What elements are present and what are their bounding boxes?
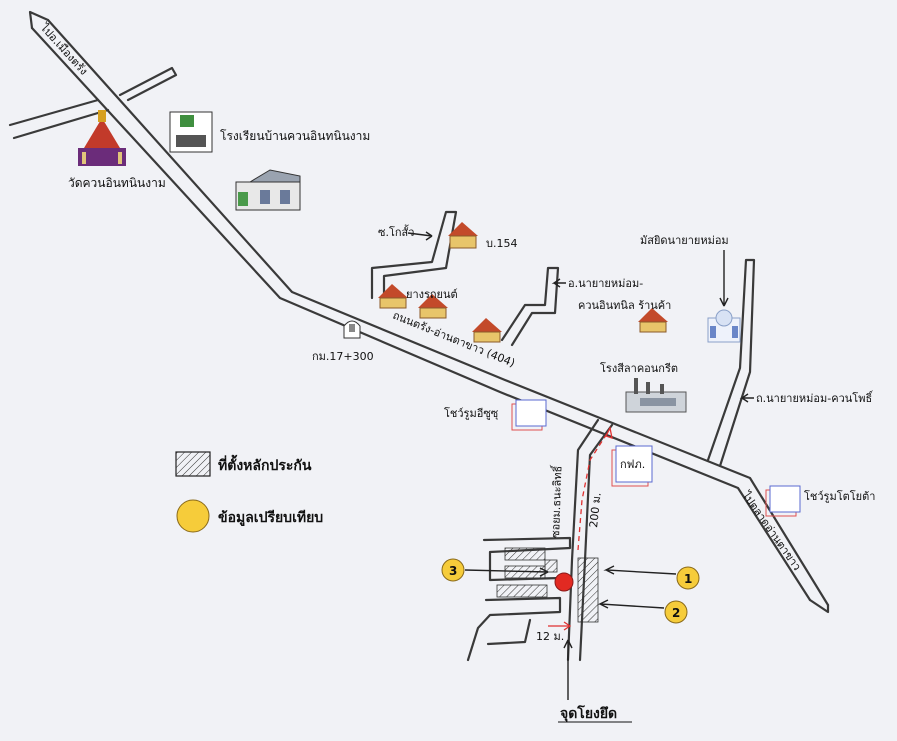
highway-bottom-arrowhead xyxy=(808,598,830,614)
school-icon xyxy=(169,111,213,153)
marker-2-arrow-icon xyxy=(597,599,665,609)
mosque-icon xyxy=(707,309,741,343)
soi-local-label: ซอยม.ธนะลิทธิ์ xyxy=(547,464,565,538)
school-building-icon xyxy=(235,169,301,211)
start-point-label: จุดโยงยึด xyxy=(560,704,617,722)
hatched-lots xyxy=(496,547,599,623)
svg-text:3: 3 xyxy=(449,564,457,578)
house-icon-c xyxy=(472,318,502,343)
side-road-left xyxy=(500,266,560,347)
house-154-label: บ.154 xyxy=(486,237,517,250)
km-marker-icon xyxy=(343,320,361,339)
road-sign-left-arrow-icon xyxy=(551,278,566,288)
legend-circle-icon xyxy=(176,499,210,533)
km-marker-label: กม.17+300 xyxy=(312,350,374,363)
roads-layer xyxy=(8,10,830,662)
start-point-arrow-icon xyxy=(563,639,573,700)
distance-12-arrow-icon xyxy=(548,621,572,631)
distance-200-label: 200 ม. xyxy=(587,492,604,528)
local-soi-road xyxy=(566,418,614,662)
mosque-arrow-icon xyxy=(719,250,729,307)
highway-top-arrowhead xyxy=(28,10,50,30)
svg-text:1: 1 xyxy=(684,572,692,586)
legend-circle-label: ข้อมูลเปรียบเทียบ xyxy=(218,510,323,526)
road-right-arrow-icon xyxy=(739,393,754,403)
route-arrow-icon xyxy=(605,426,613,439)
factory-icon xyxy=(625,378,687,413)
main-highway-upper-edge xyxy=(46,18,830,607)
cross-road-lower xyxy=(12,108,110,140)
subject-location-icon xyxy=(554,572,574,592)
temple-icon xyxy=(78,110,126,166)
soi-khlo-arrow-icon xyxy=(407,231,433,241)
marker-1: 1 xyxy=(676,566,700,590)
mosque-label: มัสยิดนายายหม่อม xyxy=(640,234,729,247)
egat-icon xyxy=(611,445,653,487)
concrete-factory-label: โรงสีลาคอนกรีต xyxy=(600,361,678,375)
legend-hatched-label: ที่ตั้งหลักประกัน xyxy=(218,454,312,474)
marker-3: 3 xyxy=(441,558,465,582)
showroom-isuzu-icon xyxy=(511,399,547,431)
showroom-isuzu-label: โชว์รูมอีซูซุ xyxy=(444,406,499,420)
marker-3-arrow-icon xyxy=(464,567,549,577)
school-label: โรงเรียนบ้านควนอินทนินงาม xyxy=(220,129,370,143)
soi-khlo-road xyxy=(370,210,458,304)
soi-khlo-label: ซ.โกสั้ว xyxy=(378,224,414,239)
road-to-mueang-label: ไปอ.เมืองตรัง xyxy=(37,21,90,78)
house-icon-a xyxy=(378,284,408,309)
house-icon-b xyxy=(418,294,448,319)
main-highway-lower-edge xyxy=(30,26,812,602)
mosque-road xyxy=(706,258,756,468)
lane-b xyxy=(466,596,562,662)
svg-text:2: 2 xyxy=(672,606,680,620)
road-sign-left-label: อ.นายายหม่อม- xyxy=(568,277,643,290)
marker-1-arrow-icon xyxy=(603,565,677,575)
car-shop-label: ยางรถยนต์ xyxy=(406,288,458,301)
legend-hatched-icon xyxy=(175,451,211,477)
distance-12-label: 12 ม. xyxy=(536,630,564,643)
temple-label: วัดควนอินทนินงาม xyxy=(68,176,166,190)
house-icon-d xyxy=(638,308,668,333)
road-right-label: ถ.นายายหม่อม-ควนโพธิ์ xyxy=(756,390,874,405)
egat-label: กฟภ. xyxy=(620,458,645,471)
marker-2: 2 xyxy=(664,600,688,624)
legend: ที่ตั้งหลักประกัน ข้อมูลเปรียบเทียบ xyxy=(175,451,323,533)
showroom-toyota-label: โชว์รูมโตโยต้า xyxy=(804,489,875,503)
road-sign-left-label-2: ควนอินทนิล ร้านค้า xyxy=(578,299,671,312)
house-icon-154 xyxy=(448,222,478,249)
cross-road-upper xyxy=(8,66,178,127)
lane-c xyxy=(486,618,532,646)
showroom-toyota-icon xyxy=(765,485,801,517)
